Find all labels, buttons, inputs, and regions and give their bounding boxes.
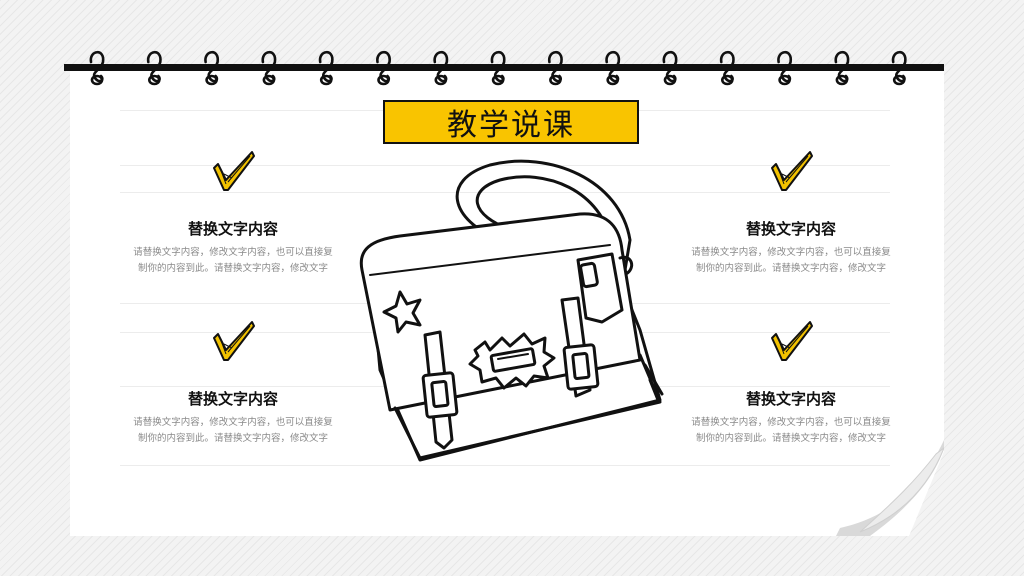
slide-title: 教学说课	[383, 100, 639, 144]
check-mark-icon	[771, 151, 813, 191]
feature-block-right-1: 替换文字内容 请替换文字内容，修改文字内容，也可以直接复制你的内容到此。请替换文…	[691, 218, 891, 277]
feature-block-left-1: 替换文字内容 请替换文字内容，修改文字内容，也可以直接复制你的内容到此。请替换文…	[133, 218, 333, 277]
check-mark-icon	[213, 151, 255, 191]
check-mark-icon	[771, 321, 813, 361]
feature-text: 请替换文字内容，修改文字内容，也可以直接复制你的内容到此。请替换文字内容，修改文…	[133, 417, 333, 444]
binder-bar	[64, 64, 944, 71]
check-mark-icon	[213, 321, 255, 361]
page-curl	[836, 440, 944, 536]
ruled-line	[120, 165, 890, 166]
feature-block-right-2: 替换文字内容 请替换文字内容，修改文字内容，也可以直接复制你的内容到此。请替换文…	[691, 388, 891, 447]
school-bag-illustration	[359, 159, 664, 462]
feature-text: 请替换文字内容，修改文字内容，也可以直接复制你的内容到此。请替换文字内容，修改文…	[133, 247, 333, 274]
feature-heading: 替换文字内容	[745, 390, 836, 408]
feature-block-left-2: 替换文字内容 请替换文字内容，修改文字内容，也可以直接复制你的内容到此。请替换文…	[133, 388, 333, 447]
feature-heading: 替换文字内容	[187, 390, 278, 408]
feature-heading: 替换文字内容	[745, 220, 836, 238]
feature-text: 请替换文字内容，修改文字内容，也可以直接复制你的内容到此。请替换文字内容，修改文…	[691, 247, 891, 274]
ruled-line	[120, 192, 890, 193]
feature-text: 请替换文字内容，修改文字内容，也可以直接复制你的内容到此。请替换文字内容，修改文…	[691, 417, 891, 444]
feature-heading: 替换文字内容	[187, 220, 278, 238]
ruled-line	[120, 465, 890, 466]
